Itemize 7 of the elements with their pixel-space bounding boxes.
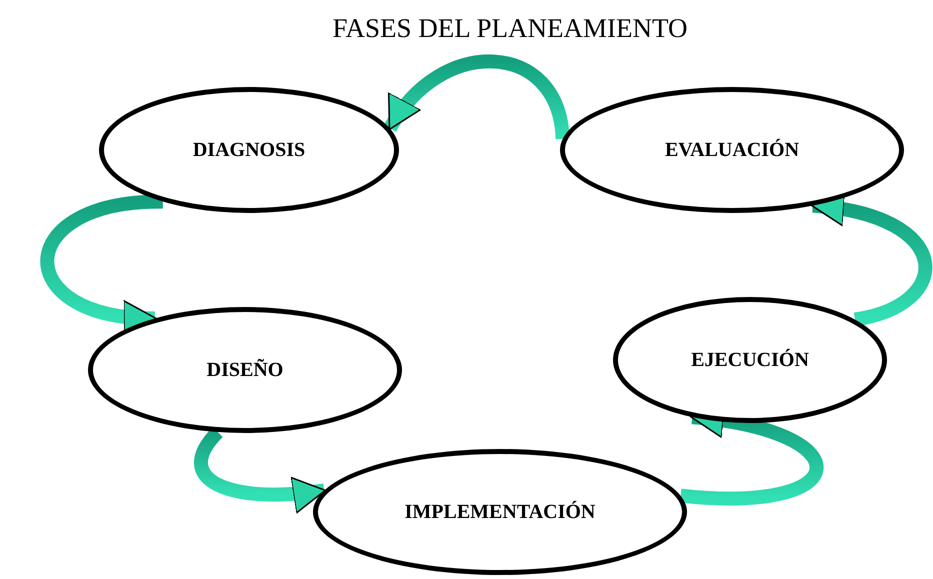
diagram-title: FASES DEL PLANEAMIENTO	[331, 12, 688, 45]
curved-arrow	[384, 54, 570, 140]
phase-label: EJECUCIÓN	[691, 348, 809, 373]
phase-label: IMPLEMENTACIÓN	[404, 500, 596, 525]
phase-label: DIAGNOSIS	[192, 138, 306, 163]
phase-label: DISEÑO	[206, 358, 284, 383]
phase-label: EVALUACIÓN	[664, 138, 800, 163]
